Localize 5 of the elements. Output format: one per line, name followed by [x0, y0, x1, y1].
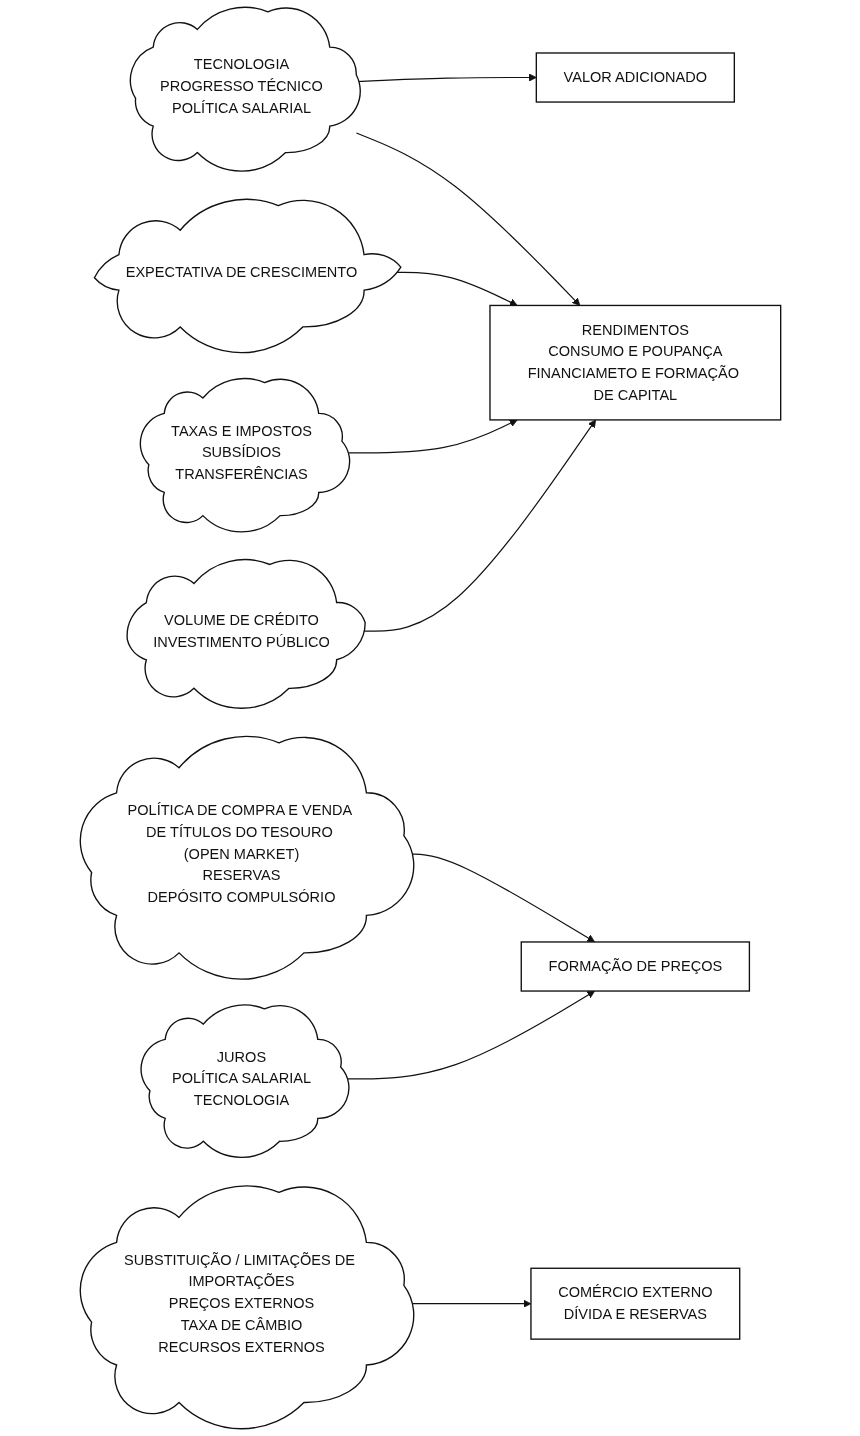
node-box: FORMAÇÃO DE PREÇOS: [520, 941, 750, 992]
node-box: COMÉRCIO EXTERNO DÍVIDA E RESERVAS: [529, 1267, 740, 1340]
node-box: VALOR ADICIONADO: [535, 52, 735, 103]
arrow: [355, 132, 580, 306]
node-box: RENDIMENTOS CONSUMO E POUPANÇA FINANCIAMETO E FORMAÇÃO DE CAPITAL: [488, 304, 781, 421]
